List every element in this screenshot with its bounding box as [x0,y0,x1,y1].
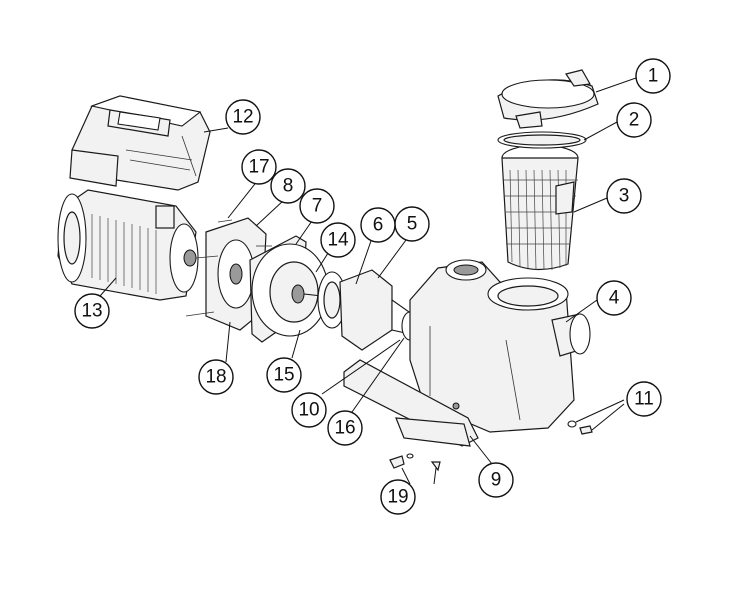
callout-3: 3 [606,178,642,214]
part-strainer-lid [497,69,599,129]
part-gasket [317,271,347,329]
part-diffuser-cone [339,269,419,351]
callout-3-label: 3 [619,186,630,207]
callout-8-label: 8 [283,176,294,197]
callout-6: 6 [360,207,396,243]
callout-2: 2 [616,102,652,138]
part-motor [57,189,199,301]
callout-19: 19 [380,479,416,515]
callout-9: 9 [478,462,514,498]
callout-15-label: 15 [273,365,294,386]
callout-4: 4 [596,280,632,316]
callout-6-label: 6 [373,215,384,236]
callout-1-label: 1 [648,66,659,87]
callout-17: 17 [241,149,277,185]
callout-10-label: 10 [298,400,319,421]
callout-12-label: 12 [232,107,253,128]
callout-5-label: 5 [407,214,418,235]
callout-16-label: 16 [334,418,355,439]
callout-13: 13 [74,293,110,329]
callout-18-label: 18 [205,367,226,388]
callout-1: 1 [635,58,671,94]
part-diffuser [249,235,341,343]
callout-18: 18 [198,359,234,395]
callout-8: 8 [270,168,306,204]
part-base-screws [389,453,441,485]
part-control-box [69,95,211,191]
callout-15: 15 [266,357,302,393]
callout-13-label: 13 [81,301,102,322]
callout-12: 12 [225,99,261,135]
callout-14: 14 [320,222,356,258]
callout-5: 5 [394,206,430,242]
part-pump-housing [343,259,591,447]
callout-16: 16 [327,410,363,446]
callout-7: 7 [299,188,335,224]
part-drain-plugs [567,420,593,435]
callout-10: 10 [291,392,327,428]
callout-19-label: 19 [387,487,408,508]
callout-17-label: 17 [248,157,269,178]
callout-14-label: 14 [327,230,349,251]
callout-11-label: 11 [634,389,654,410]
callout-9-label: 9 [491,470,502,491]
callout-7-label: 7 [312,196,323,217]
callout-11: 11 [626,381,662,417]
callout-4-label: 4 [609,288,620,309]
part-strainer-basket [501,144,579,271]
callout-2-label: 2 [629,110,640,131]
part-lid-o-ring [497,131,587,149]
